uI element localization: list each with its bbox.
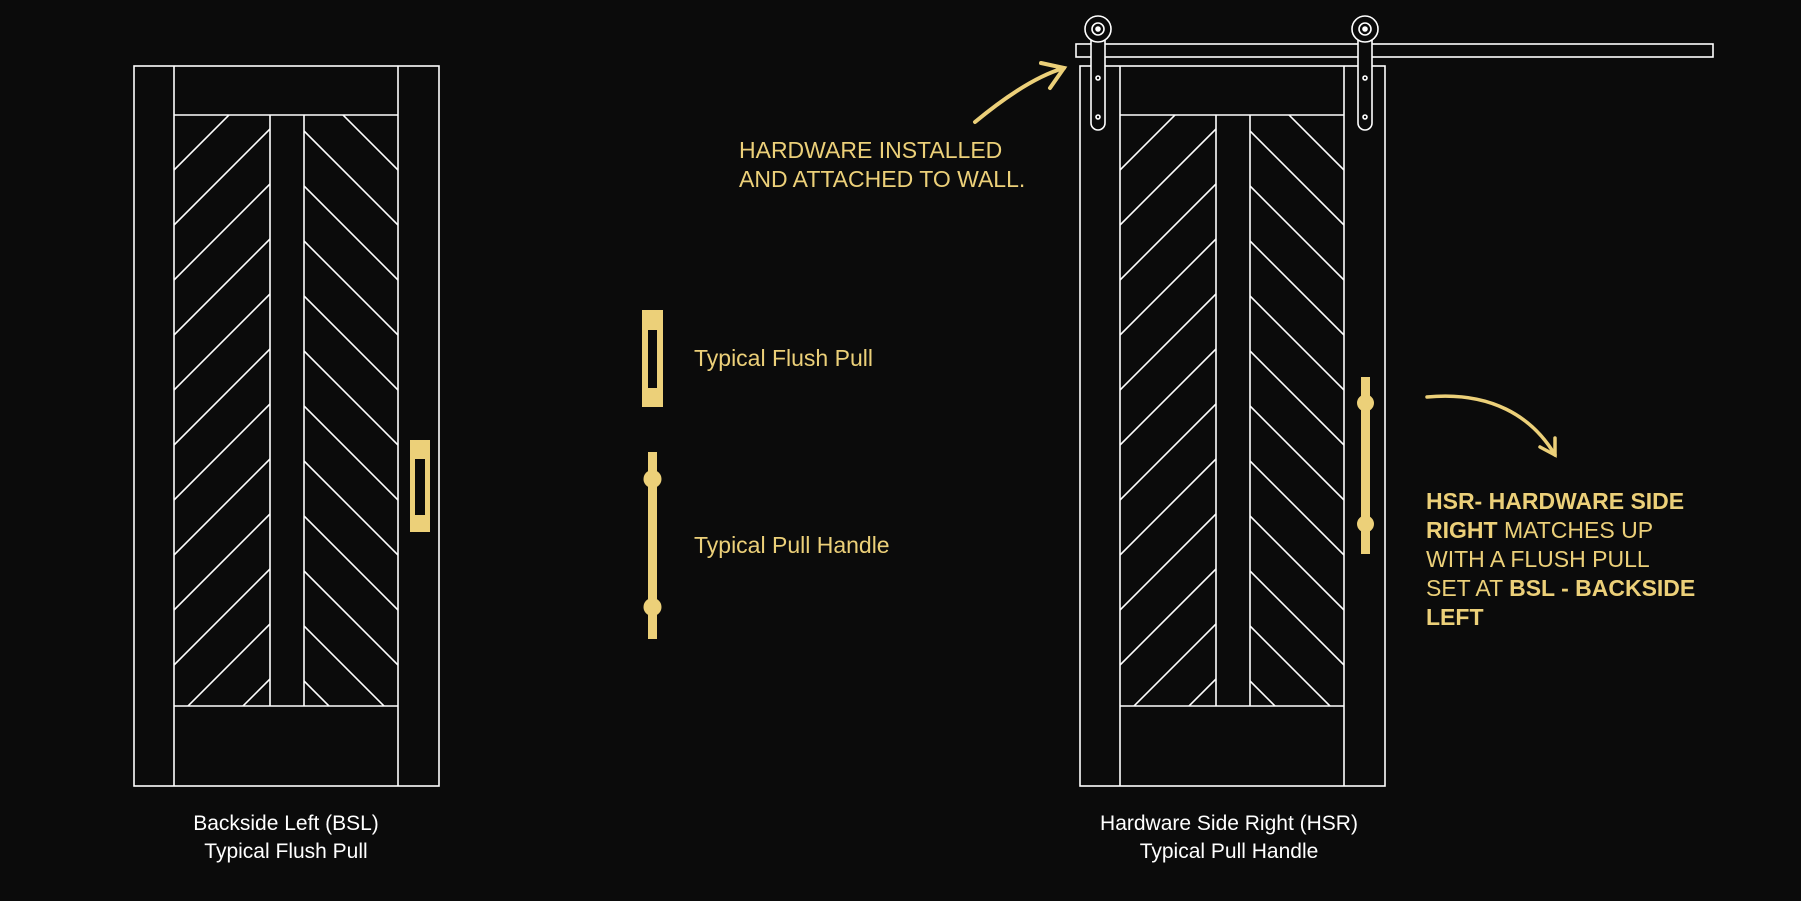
barn-door-track-icon xyxy=(1075,15,1714,131)
chevron-plank-line xyxy=(1120,183,1216,281)
left-door-caption: Backside Left (BSL) Typical Flush Pull xyxy=(136,810,436,866)
right-door-caption-line1: Hardware Side Right (HSR) xyxy=(1100,812,1358,835)
chevron-plank-line xyxy=(174,568,270,666)
chevron-plank-line xyxy=(304,130,398,226)
chevron-plank-line xyxy=(1120,568,1216,666)
chevron-plank-line xyxy=(1250,295,1344,391)
chevron-plank-line xyxy=(304,185,398,281)
left-door-caption-line2: Typical Flush Pull xyxy=(204,840,368,863)
chevron-plank-line xyxy=(1120,128,1216,226)
hardware-installed-note: HARDWARE INSTALLED AND ATTACHED TO WALL. xyxy=(739,136,1059,194)
legend-pull-handle-label: Typical Pull Handle xyxy=(694,532,890,558)
chevron-plank-line xyxy=(174,115,231,171)
chevron-plank-line xyxy=(1250,240,1344,336)
chevron-plank-line xyxy=(304,0,398,60)
hsr-note-text1: MATCHES UP WITH A FLUSH PULL SET AT xyxy=(1426,517,1653,601)
chevron-plank-line xyxy=(1250,570,1344,666)
chevron-plank-line xyxy=(174,128,270,226)
hsr-note-bold1: HSR- HARDWARE SIDE RIGHT xyxy=(1426,488,1685,543)
chevron-plank-line xyxy=(1287,115,1344,171)
roller-hanger-icon xyxy=(1351,15,1379,131)
chevron-plank-line xyxy=(1250,130,1344,226)
left-door-panel-left-chevron xyxy=(174,0,270,706)
right-door-outline xyxy=(1079,65,1386,787)
chevron-plank-line xyxy=(1120,115,1177,171)
chevron-plank-line xyxy=(1250,625,1332,706)
chevron-plank-line xyxy=(1342,115,1344,116)
chevron-plank-line xyxy=(174,348,270,446)
chevron-plank-line xyxy=(174,403,270,501)
chevron-plank-line xyxy=(304,295,398,391)
chevron-plank-line xyxy=(1250,680,1277,706)
left-door-outline xyxy=(133,65,440,787)
chevron-plank-line xyxy=(1250,460,1344,556)
right-door-caption: Hardware Side Right (HSR) Typical Pull H… xyxy=(1062,810,1396,866)
chevron-plank-line xyxy=(1120,115,1122,116)
chevron-plank-line xyxy=(1250,405,1344,501)
chevron-plank-line xyxy=(1187,678,1216,706)
chevron-plank-line xyxy=(304,405,398,501)
legend-pull-handle-icon xyxy=(643,452,662,639)
hardware-note-line2: AND ATTACHED TO WALL. xyxy=(739,166,1026,192)
chevron-plank-line xyxy=(304,350,398,446)
left-door-caption-line1: Backside Left (BSL) xyxy=(193,812,379,835)
chevron-plank-line xyxy=(1250,350,1344,446)
chevron-plank-line xyxy=(174,183,270,281)
track-rail xyxy=(1075,43,1714,58)
right-door-caption-line2: Typical Pull Handle xyxy=(1139,840,1319,863)
chevron-plank-line xyxy=(304,240,398,336)
legend-flush-pull-label: Typical Flush Pull xyxy=(694,345,873,371)
chevron-plank-line xyxy=(186,623,270,706)
chevron-plank-line xyxy=(1132,623,1216,706)
chevron-plank-line xyxy=(1250,515,1344,611)
chevron-plank-line xyxy=(304,570,398,666)
chevron-plank-line xyxy=(1120,293,1216,391)
right-door-panel-right-chevron xyxy=(1250,115,1344,706)
chevron-plank-line xyxy=(304,680,331,706)
chevron-plank-line xyxy=(1120,403,1216,501)
chevron-plank-line xyxy=(174,293,270,391)
chevron-plank-line xyxy=(341,115,398,171)
roller-hanger-icon xyxy=(1084,15,1112,131)
chevron-plank-line xyxy=(304,460,398,556)
chevron-plank-line xyxy=(1120,238,1216,336)
chevron-plank-line xyxy=(1120,458,1216,556)
right-door-panel-left-chevron xyxy=(1120,115,1216,706)
left-door-flush-pull xyxy=(410,440,430,532)
curved-arrow-icon xyxy=(1425,394,1557,458)
hsr-note-bold2: BSL - BACKSIDE LEFT xyxy=(1426,575,1696,630)
hardware-note-line1: HARDWARE INSTALLED xyxy=(739,137,1003,163)
hsr-matching-note: HSR- HARDWARE SIDE RIGHT MATCHES UP WITH… xyxy=(1426,487,1696,632)
curved-arrow-icon xyxy=(973,61,1068,124)
chevron-plank-line xyxy=(396,115,398,116)
chevron-plank-line xyxy=(304,625,386,706)
right-door-pull-handle xyxy=(1357,377,1374,554)
chevron-plank-line xyxy=(304,515,398,611)
chevron-plank-line xyxy=(1120,513,1216,611)
right-door xyxy=(1079,65,1386,787)
chevron-plank-line xyxy=(1250,185,1344,281)
chevron-plank-line xyxy=(241,678,270,706)
chevron-plank-line xyxy=(1120,348,1216,446)
legend-flush-pull-icon xyxy=(642,310,663,407)
left-door-panel-right-chevron xyxy=(304,0,398,706)
chevron-plank-line xyxy=(174,513,270,611)
chevron-plank-line xyxy=(174,115,176,116)
chevron-plank-line xyxy=(174,0,270,60)
left-door xyxy=(133,0,440,787)
chevron-plank-line xyxy=(174,238,270,336)
chevron-plank-line xyxy=(174,458,270,556)
